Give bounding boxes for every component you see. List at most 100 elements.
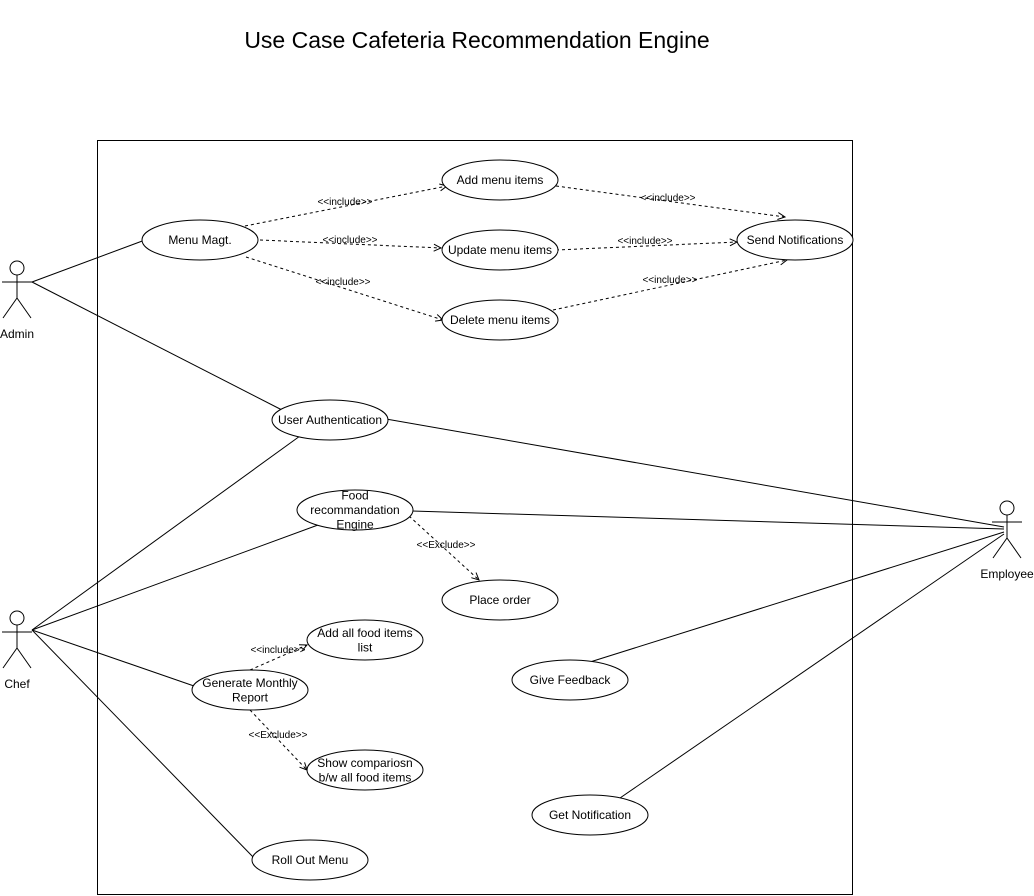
use-case-ellipse — [441, 159, 559, 201]
use-case-ellipse — [296, 489, 414, 531]
actor-employee[interactable]: Employee — [980, 500, 1034, 581]
use-case-label: Roll Out Menu — [272, 853, 349, 867]
actor-head — [9, 260, 25, 276]
dependency-food_rec-place_order — [408, 515, 480, 581]
use-case-ellipse — [306, 749, 424, 791]
actor-chef[interactable]: Chef — [2, 610, 32, 691]
use-case-add-menu[interactable]: Add menu items — [441, 159, 559, 201]
use-case-label: User Authentication — [278, 413, 382, 427]
dependency-line — [552, 259, 788, 311]
actor-right-leg — [16, 647, 32, 669]
dependency-line — [555, 185, 786, 218]
use-case-ellipse — [531, 794, 649, 836]
arrowhead — [433, 243, 443, 252]
use-case-ellipse — [141, 219, 259, 261]
dependency-add_menu-send_notif — [555, 185, 787, 220]
use-case-label: Add all food items — [317, 626, 412, 640]
use-case-ellipse — [306, 619, 424, 661]
use-case-label: Get Notification — [549, 808, 631, 822]
association-chef-food_rec — [31, 524, 319, 631]
use-case-give-feedback[interactable]: Give Feedback — [511, 659, 629, 701]
use-case-label: Place order — [469, 593, 530, 607]
dependency-label: <<Exclude>> — [417, 540, 476, 551]
use-case-label: Update menu items — [448, 243, 552, 257]
association-employee-user_auth — [385, 418, 1005, 528]
dependency-line — [249, 644, 308, 671]
dependency-line — [555, 241, 738, 251]
dependency-line — [244, 185, 448, 227]
use-case-user-auth[interactable]: User Authentication — [271, 399, 389, 441]
dependency-label: <<include>> — [250, 645, 305, 656]
actor-label: Employee — [980, 567, 1034, 581]
dependency-label: <<include>> — [315, 277, 370, 288]
association-employee-food_rec — [411, 510, 1005, 530]
association-admin-menu_magt — [31, 239, 146, 283]
actor-left-leg — [2, 297, 18, 319]
actor-admin[interactable]: Admin — [0, 260, 34, 341]
use-case-label: recommandation — [310, 503, 399, 517]
diagram-title: Use Case Cafeteria Recommendation Engine — [244, 27, 709, 53]
use-case-label: Engine — [336, 518, 374, 532]
use-case-ellipse — [191, 669, 309, 711]
use-case-label: Menu Magt. — [168, 233, 231, 247]
use-case-get-notif[interactable]: Get Notification — [531, 794, 649, 836]
association-chef-roll_out — [31, 629, 257, 861]
relationship-labels: <<include>> <<include>> <<include>> <<inclu… — [249, 193, 698, 741]
association-employee-get_notif — [619, 533, 1005, 799]
dependency-label: <<include>> — [317, 197, 372, 208]
use-case-update-menu[interactable]: Update menu items — [441, 229, 559, 271]
actor-label: Chef — [4, 677, 30, 691]
dependency-line — [259, 239, 442, 249]
actor-left-leg — [992, 537, 1008, 559]
use-case-menu-magt[interactable]: Menu Magt. — [141, 219, 259, 261]
use-case-send-notif[interactable]: Send Notifications — [736, 219, 854, 261]
dependency-gen_report-add_food_list — [249, 644, 309, 671]
association-admin-user_auth — [31, 281, 283, 411]
dependency-label: <<Exclude>> — [249, 730, 308, 741]
dependency-label: <<include>> — [617, 236, 672, 247]
dependency-line — [408, 515, 480, 581]
actor-head — [9, 610, 25, 626]
dependency-label: <<include>> — [322, 235, 377, 246]
dependency-menu_magt-delete_menu — [245, 256, 445, 322]
use-case-ellipse — [441, 229, 559, 271]
actor-right-leg — [1006, 537, 1022, 559]
use-case-ellipse — [441, 299, 559, 341]
association-employee-give_feedback — [589, 531, 1005, 663]
relationship-lines — [31, 183, 1005, 861]
system-boundary — [97, 140, 853, 895]
use-case-label: b/w all food items — [319, 770, 412, 784]
association-chef-user_auth — [31, 435, 301, 631]
arrowhead — [777, 212, 787, 220]
use-case-roll-out[interactable]: Roll Out Menu — [251, 839, 369, 881]
actor-head — [999, 500, 1015, 516]
use-case-label: Generate Monthly — [202, 676, 297, 690]
use-case-ellipse — [251, 839, 369, 881]
actor-label: Admin — [0, 327, 34, 341]
use-case-label: Show compariosn — [317, 756, 412, 770]
use-case-label: list — [358, 640, 373, 654]
use-case-label: Delete menu items — [450, 313, 550, 327]
use-case-label: Food — [341, 489, 368, 503]
dependency-line — [249, 709, 308, 771]
use-case-label: Add menu items — [457, 173, 544, 187]
use-case-ellipse — [441, 579, 559, 621]
use-case-label: Send Notifications — [747, 233, 844, 247]
dependency-line — [245, 256, 444, 321]
arrowhead — [298, 644, 309, 652]
dependency-menu_magt-update_menu — [259, 239, 443, 252]
use-case-place-order[interactable]: Place order — [441, 579, 559, 621]
use-case-label: Report — [232, 690, 269, 704]
use-case-delete-menu[interactable]: Delete menu items — [441, 299, 559, 341]
actor-right-leg — [16, 297, 32, 319]
use-case-label: Give Feedback — [530, 673, 612, 687]
arrowhead — [471, 572, 480, 581]
actor-left-leg — [2, 647, 18, 669]
use-case-ellipse — [511, 659, 629, 701]
